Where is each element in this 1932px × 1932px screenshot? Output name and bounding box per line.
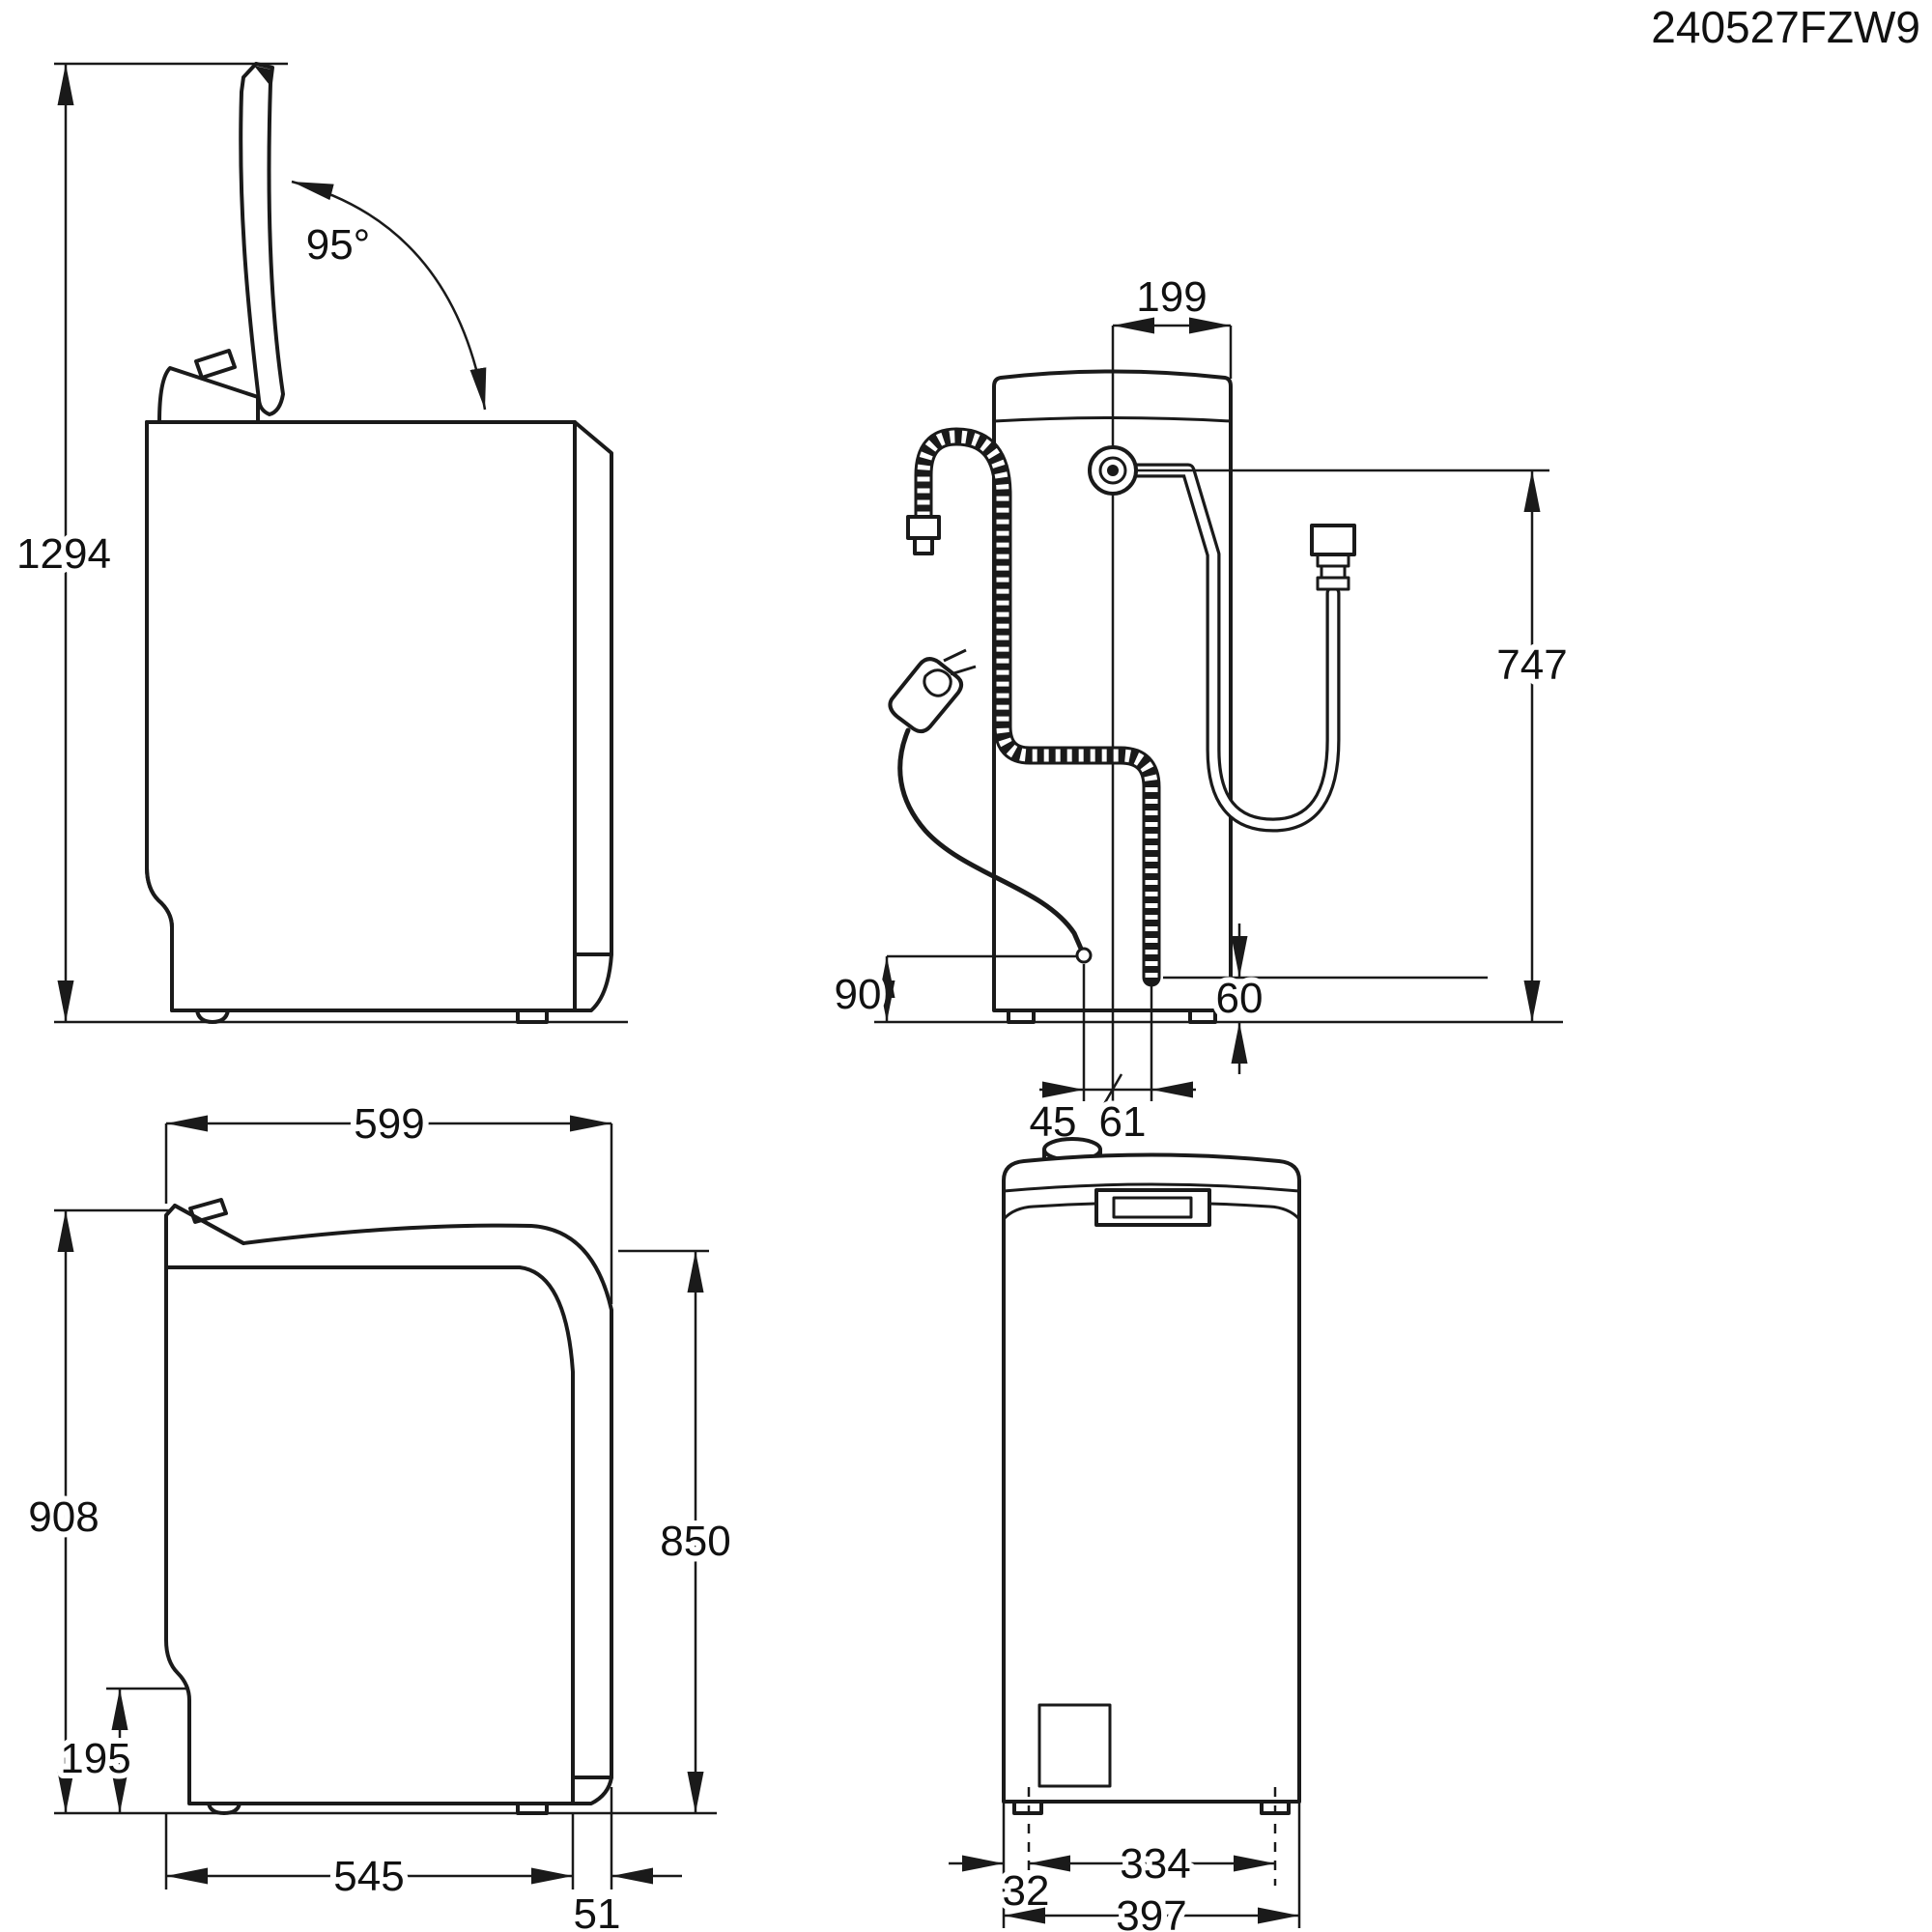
machine-body-side <box>145 420 613 1012</box>
machine-body-side-closed <box>164 1204 613 1805</box>
front-foot <box>516 1009 549 1024</box>
front-view: 32 334 397 <box>949 1137 1301 1932</box>
machine-body-front <box>1002 1152 1301 1804</box>
dim-break-slash <box>1102 1073 1123 1105</box>
plug-pin-1 <box>950 665 977 676</box>
panel-slant <box>173 1204 245 1245</box>
side-view-closed: 599 908 850 195 545 51 <box>22 1094 736 1932</box>
left-foot <box>1007 1009 1036 1024</box>
dim-label-inlet-offset: 199 <box>1136 273 1207 321</box>
front-foot <box>516 1802 549 1815</box>
control-panel <box>157 366 260 424</box>
water-inlet-valve-center <box>1107 465 1119 476</box>
lid-angle-arc <box>291 180 487 411</box>
dim-label-body-height: 850 <box>660 1518 730 1565</box>
hose-thread-2 <box>1320 564 1347 580</box>
dim-label-edge-to-foot: 32 <box>1003 1867 1050 1915</box>
display-window <box>1112 1196 1193 1219</box>
dim-label-base-depth: 545 <box>333 1853 404 1900</box>
rear-edge-recess <box>145 420 174 1012</box>
power-plug-face <box>923 668 952 697</box>
drain-hose-tip <box>913 536 934 555</box>
rear-foot <box>195 1009 230 1024</box>
hose-thread-1 <box>1316 576 1350 591</box>
drain-hose-connector <box>906 515 941 540</box>
dim-label-front-strip: 51 <box>574 1890 621 1932</box>
rear-view: 199 <box>829 268 1574 1151</box>
side-view-lid-open: 1294 95° <box>11 62 628 1024</box>
filter-door <box>1037 1703 1112 1788</box>
band-line-upper <box>1003 1182 1300 1193</box>
dim-label-foot-spacing: 334 <box>1120 1840 1190 1888</box>
dim-label-inlet-height: 747 <box>1496 641 1567 689</box>
dim-label-lid-angle: 95° <box>306 221 371 269</box>
panel-button <box>194 349 237 380</box>
hose-fitting <box>1310 524 1356 556</box>
dim-label-depth: 599 <box>354 1100 424 1148</box>
power-cord <box>888 648 1093 964</box>
power-plug <box>888 657 963 733</box>
body-top-and-front-edge <box>164 1265 575 1805</box>
cord-exit-grommet <box>1075 947 1093 964</box>
dim-label-total-height: 908 <box>28 1493 99 1541</box>
dim-label-overall-height: 1294 <box>16 530 111 578</box>
drain-hose-path <box>914 427 1161 987</box>
drawing-code: 240527FZW9 <box>1651 2 1920 52</box>
inlet-hose <box>1088 445 1356 833</box>
dim-label-cord-height: 90 <box>835 971 882 1018</box>
right-foot <box>1188 1009 1217 1024</box>
power-cord-path <box>897 727 1084 952</box>
plug-pin-2 <box>943 648 967 663</box>
rear-foot <box>207 1802 242 1815</box>
dim-label-drain-offset: 61 <box>1099 1098 1147 1146</box>
lid-tip-detail <box>254 66 271 85</box>
drain-hose <box>906 427 1161 987</box>
inlet-hose-path-inner <box>1120 466 1338 830</box>
lid-open <box>239 62 285 416</box>
dim-label-drain-height: 60 <box>1216 975 1264 1022</box>
dim-label-rear-recess: 195 <box>60 1735 130 1782</box>
dim-label-width: 397 <box>1116 1892 1186 1932</box>
